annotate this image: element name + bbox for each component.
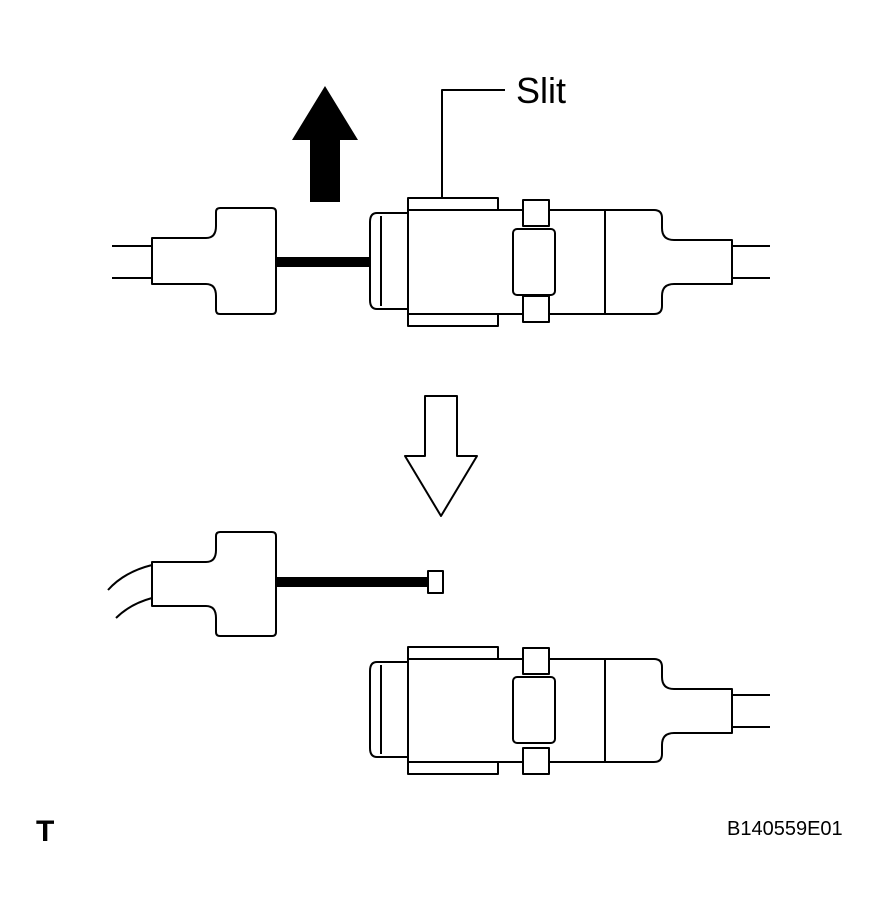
connector-top	[369, 197, 770, 327]
release-tool-top	[112, 207, 372, 315]
release-tool-bottom	[107, 531, 444, 637]
figure-code: B140559E01	[727, 818, 843, 840]
slit-label: Slit	[516, 70, 567, 111]
section-mark: T	[36, 815, 55, 848]
slit-leader-line	[441, 89, 505, 198]
next-step-arrow	[404, 395, 478, 517]
connector-bottom	[369, 646, 770, 775]
pull-up-arrow	[292, 86, 358, 202]
